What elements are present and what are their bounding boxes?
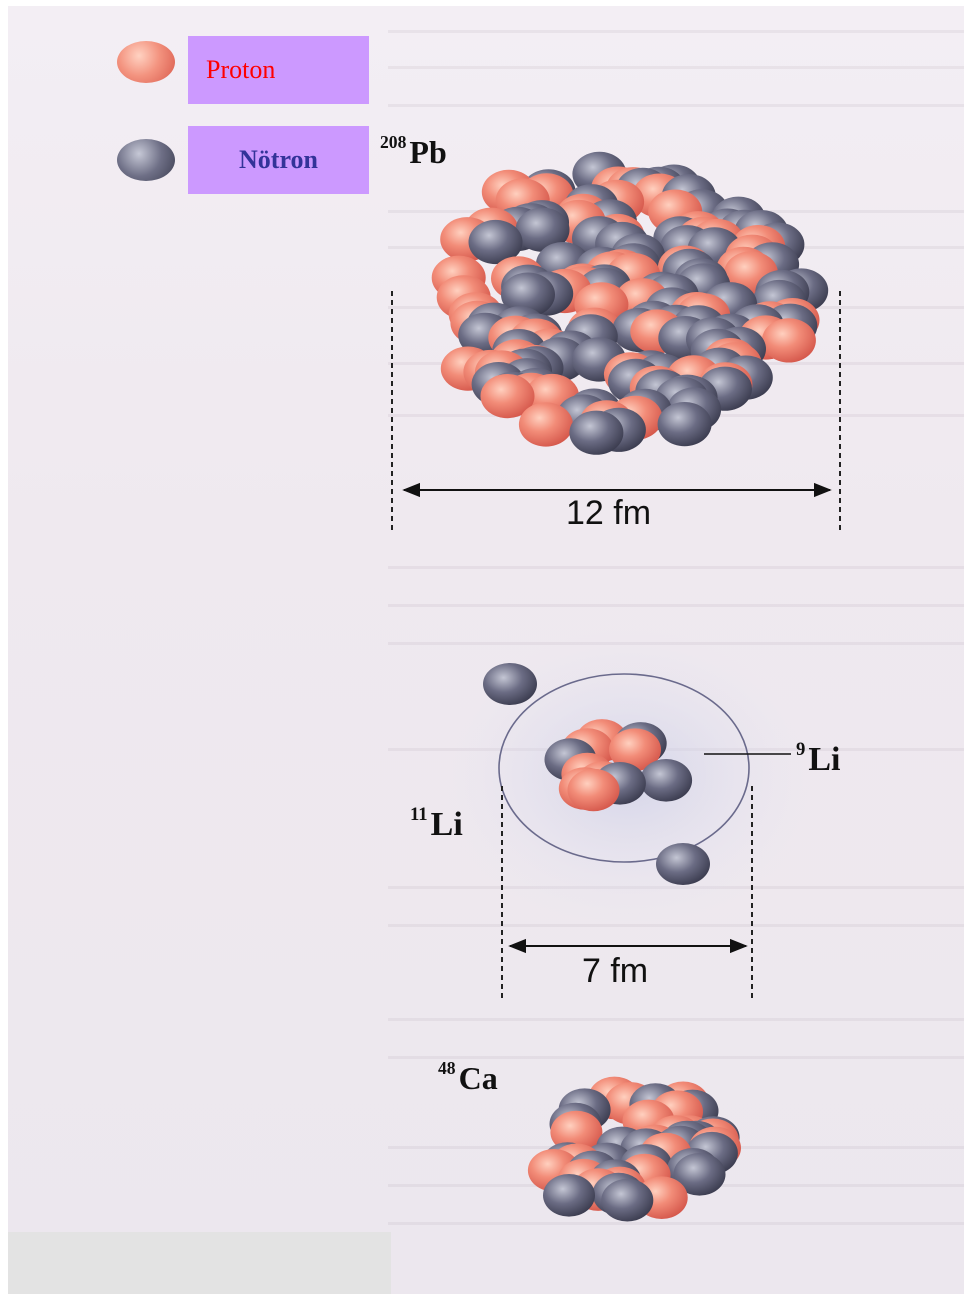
neutron-ball — [601, 1178, 654, 1222]
li11-halo-circle — [498, 673, 750, 863]
proton-ball — [518, 402, 573, 447]
proton-ball — [567, 768, 620, 812]
proton-ball — [609, 728, 661, 771]
neutron-legend-ball-icon — [117, 139, 175, 181]
proton-legend-ball-icon — [117, 41, 175, 83]
li11-mass-number: 11 — [410, 804, 428, 825]
proton-ball — [480, 374, 535, 419]
neutron-ball — [501, 272, 555, 317]
ca-mass-number: 48 — [438, 1058, 456, 1078]
ca-nucleus — [527, 1076, 741, 1222]
li9-core-label: 9Li — [796, 739, 841, 779]
pb-nucleus-label: 208Pb — [380, 132, 447, 171]
ca-nucleus-label: 48Ca — [438, 1058, 498, 1097]
proton-ball — [761, 318, 816, 363]
neutron-ball — [640, 759, 693, 802]
pb-nucleus — [431, 151, 829, 455]
neutron-ball — [515, 207, 570, 252]
li9-symbol: Li — [808, 741, 841, 778]
li9-mass-number: 9 — [796, 739, 806, 760]
pb-scale-label: 12 fm — [566, 494, 652, 532]
halo-neutron-ball — [483, 663, 537, 705]
li-scale-label: 7 fm — [582, 952, 649, 990]
li-scale-bar — [501, 786, 753, 1001]
li11-symbol: Li — [430, 806, 463, 843]
neutron-ball — [543, 1174, 595, 1217]
pb-symbol: Pb — [409, 134, 447, 170]
li9-core — [544, 719, 693, 812]
proton-legend-label: Proton — [188, 36, 369, 104]
diagram-page: Proton Nötron — [8, 6, 964, 1294]
nuclei-illustration — [391, 151, 841, 1222]
li11-nucleus-label: 11Li — [410, 804, 463, 844]
pb-mass-number: 208 — [380, 132, 407, 152]
halo-neutron-ball — [656, 843, 710, 885]
neutron-ball — [673, 1153, 726, 1196]
neutron-ball — [657, 402, 712, 447]
blank-gray-box — [8, 1232, 391, 1294]
neutron-legend-label: Nötron — [188, 126, 369, 194]
halo-neutrons — [483, 663, 710, 885]
pb-scale-bar — [391, 291, 841, 534]
ca-symbol: Ca — [458, 1060, 498, 1096]
neutron-ball — [468, 219, 523, 265]
neutron-ball — [569, 410, 624, 455]
